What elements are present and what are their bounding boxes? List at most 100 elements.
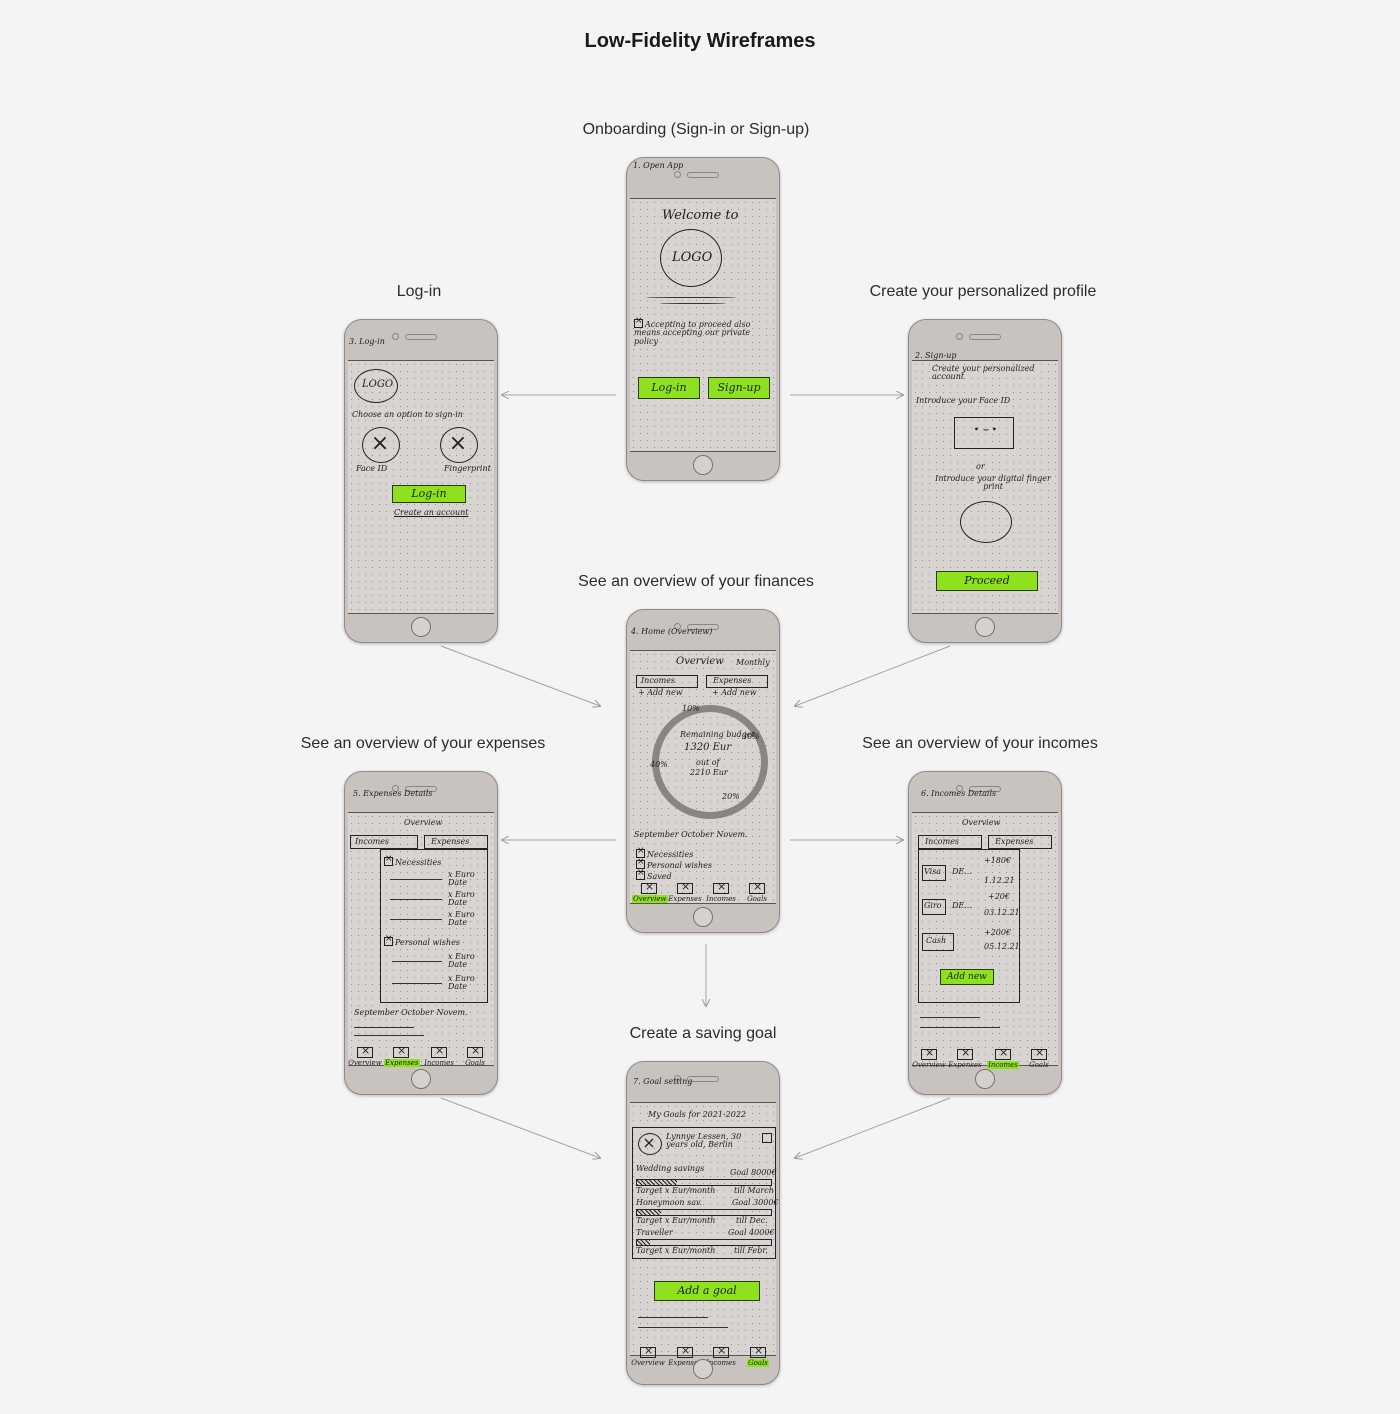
tab-expenses-label: Expenses xyxy=(668,895,702,903)
tab-goals[interactable]: Goals xyxy=(740,880,774,903)
incomes-tab[interactable]: Incomes xyxy=(918,835,982,849)
month-selector[interactable]: September October Novem. xyxy=(354,1008,468,1017)
tab-expenses-label: Expenses xyxy=(668,1359,702,1367)
speaker-icon xyxy=(969,786,1001,792)
home-button[interactable] xyxy=(693,907,713,927)
or-text: or xyxy=(976,462,985,471)
divider-wave xyxy=(646,297,736,298)
add-income-link[interactable]: + Add new xyxy=(638,688,683,697)
expenses-tab[interactable]: Expenses xyxy=(988,835,1052,849)
goal-progress-bar xyxy=(636,1239,772,1246)
phone-login: 3. Log-in LOGO Choose an option to sign-… xyxy=(344,319,498,643)
screen-incomes: Overview Incomes Expenses Visa DE... +18… xyxy=(912,812,1058,1069)
fingerprint-label: Fingerprint xyxy=(444,464,491,473)
tab-goals[interactable]: Goals xyxy=(1022,1046,1056,1069)
consent-checkbox[interactable]: Accepting to proceed also means acceptin… xyxy=(634,317,770,346)
screen-home: Overview Monthly Incomes Expenses + Add … xyxy=(630,650,776,904)
month-selector[interactable]: September October Novem. xyxy=(634,830,748,839)
fingerprint-scanner-icon[interactable] xyxy=(960,501,1012,543)
goal-name: Traveller xyxy=(636,1228,673,1237)
tab-overview[interactable]: Overview xyxy=(912,1046,946,1069)
overview-title: Overview xyxy=(962,818,1001,827)
income-desc: DE... xyxy=(952,901,972,910)
income-date: 1.12.21 xyxy=(984,876,1015,885)
arrow-signup-to-home xyxy=(795,645,951,706)
goal-target: Target x Eur/month xyxy=(636,1186,716,1195)
tab-expenses[interactable]: Expenses xyxy=(384,1044,420,1067)
home-button[interactable] xyxy=(693,1359,713,1379)
tab-incomes[interactable]: Incomes xyxy=(704,1344,738,1367)
pct-left: 40% xyxy=(650,760,668,769)
tab-overview[interactable]: Overview xyxy=(630,1344,666,1367)
tab-goals[interactable]: Goals xyxy=(458,1044,492,1067)
face-id-scanner-icon[interactable] xyxy=(954,417,1014,449)
arrow-incomes-to-goals xyxy=(795,1097,951,1158)
expenses-tab-label: Expenses xyxy=(995,837,1034,846)
add-goal-button[interactable]: Add a goal xyxy=(654,1281,760,1301)
create-account-link[interactable]: Create an account xyxy=(394,508,469,517)
personal-heading[interactable]: Personal wishes xyxy=(384,935,460,947)
tab-expenses[interactable]: Expenses xyxy=(668,1344,702,1367)
tab-incomes[interactable]: Incomes xyxy=(422,1044,456,1067)
tab-overview-label: Overview xyxy=(348,1059,382,1067)
divider-line xyxy=(920,1017,980,1018)
tab-goals[interactable]: Goals xyxy=(742,1344,774,1367)
expenses-tab[interactable]: Expenses xyxy=(424,835,488,849)
goal-target: Target x Eur/month xyxy=(636,1246,716,1255)
speaker-icon xyxy=(969,334,1001,340)
tab-expenses[interactable]: Expenses xyxy=(948,1046,982,1069)
remaining-label: Remaining budget xyxy=(680,730,755,739)
smile-icon: ∙ ⌣ ∙ xyxy=(974,424,997,435)
home-button[interactable] xyxy=(693,455,713,475)
home-button[interactable] xyxy=(411,1069,431,1089)
create-account-text: Create your personalized account xyxy=(932,364,1035,382)
goal-target: Target x Eur/month xyxy=(636,1216,716,1225)
expenses-tab[interactable]: Expenses xyxy=(706,675,768,688)
period-select[interactable]: Monthly xyxy=(736,658,770,667)
screen-goals: My Goals for 2021-2022 × Lynnye Lessen, … xyxy=(630,1102,779,1367)
tab-expenses[interactable]: Expenses xyxy=(668,880,702,903)
login-button[interactable]: Log-in xyxy=(638,377,700,399)
overview-tab-icon xyxy=(921,1046,937,1060)
fingerprint-icon[interactable] xyxy=(440,427,478,463)
home-button[interactable] xyxy=(411,617,431,637)
income-date: 03.12.21 xyxy=(984,908,1020,917)
label-signup: Create your personalized profile xyxy=(869,283,1097,300)
expense-list xyxy=(380,849,488,1003)
tab-overview[interactable]: Overview xyxy=(348,1044,382,1067)
tab-overview[interactable]: Overview xyxy=(632,880,668,903)
home-button[interactable] xyxy=(975,1069,995,1089)
goal-progress-fill xyxy=(637,1240,651,1245)
goal-deadline: till Dec. xyxy=(736,1216,768,1225)
face-id-label: Face ID xyxy=(356,464,388,473)
incomes-tab[interactable]: Incomes xyxy=(636,675,698,688)
screen-login: LOGO Choose an option to sign-in × × Fac… xyxy=(348,360,494,614)
income-amount: +20€ xyxy=(988,892,1010,901)
incomes-tab-label: Incomes xyxy=(641,676,676,685)
add-expense-link[interactable]: + Add new xyxy=(712,688,757,697)
checkbox-icon xyxy=(384,935,393,946)
login-button[interactable]: Log-in xyxy=(392,485,466,503)
tab-incomes[interactable]: Incomes xyxy=(986,1046,1020,1069)
signup-button[interactable]: Sign-up xyxy=(708,377,770,399)
add-new-button[interactable]: Add new xyxy=(940,969,994,985)
necessities-heading[interactable]: Necessities xyxy=(384,855,442,867)
label-goals: Create a saving goal xyxy=(629,1025,777,1042)
home-button[interactable] xyxy=(975,617,995,637)
face-id-placeholder-icon: × xyxy=(370,431,390,456)
label-home: See an overview of your finances xyxy=(578,573,814,590)
incomes-tab-label: Incomes xyxy=(925,837,960,846)
incomes-tab[interactable]: Incomes xyxy=(350,835,418,849)
cash-icon xyxy=(922,933,954,951)
label-expenses: See an overview of your expenses xyxy=(300,735,546,752)
face-id-icon[interactable] xyxy=(362,427,400,463)
tab-incomes-label: Incomes xyxy=(706,1359,736,1367)
necessities-label: Necessities xyxy=(395,858,442,867)
proceed-button[interactable]: Proceed xyxy=(936,571,1038,591)
edit-icon[interactable] xyxy=(762,1133,772,1143)
tab-incomes[interactable]: Incomes xyxy=(704,880,738,903)
entry-line xyxy=(390,919,442,920)
screen-header: 1. Open App xyxy=(633,161,684,170)
phone-goals: 7. Goal setting My Goals for 2021-2022 ×… xyxy=(626,1061,780,1385)
